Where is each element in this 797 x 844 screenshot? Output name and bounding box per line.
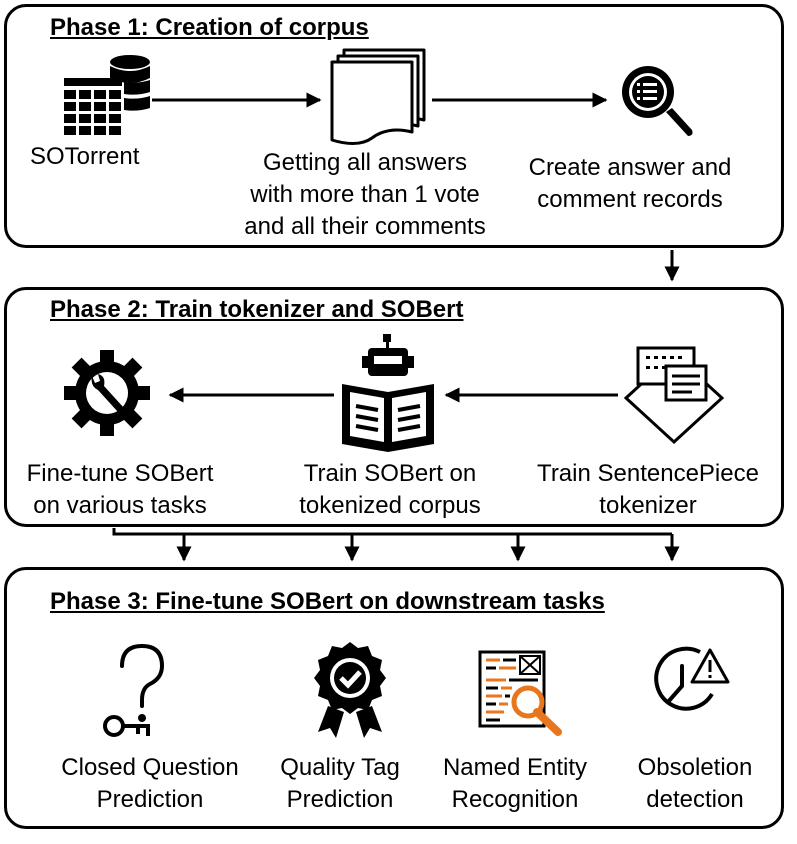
- sotorrent-label: SOTorrent: [30, 143, 140, 170]
- task-closed-question-label: Closed Question Prediction: [61, 754, 239, 813]
- train-sobert-label: Train SOBert on tokenized corpus: [299, 460, 481, 519]
- task-named-entity-label: Named Entity Recognition: [442, 754, 588, 813]
- document-search-icon: [478, 650, 562, 736]
- phase-2-title: Phase 2: Train tokenizer and SOBert: [50, 296, 464, 323]
- phase-3-box: [4, 567, 784, 829]
- question-key-icon: [103, 643, 165, 737]
- tokenizer-icon: [623, 346, 725, 445]
- database-table-icon: [64, 55, 150, 135]
- step-create-records-label: Create answer and comment records: [528, 154, 732, 213]
- step-getting-answers-label: Getting all answers with more than 1 vot…: [244, 149, 486, 240]
- clock-warning-icon: [654, 646, 730, 711]
- arrow-phase2-to-phase3-bus: [112, 528, 672, 536]
- task-obsoletion-label: Obsoletion detection: [637, 754, 753, 813]
- phase-1-title: Phase 1: Creation of corpus: [50, 14, 369, 41]
- document-stack-icon: [330, 48, 426, 145]
- task-quality-tag-label: Quality Tag Prediction: [280, 754, 400, 813]
- search-list-icon: [622, 66, 693, 136]
- quality-badge-icon: [314, 642, 386, 738]
- robot-book-icon: [342, 334, 434, 452]
- gear-wrench-icon: [64, 350, 150, 436]
- train-tokenizer-label: Train SentencePiece tokenizer: [537, 460, 759, 519]
- phase-3-title: Phase 3: Fine-tune SOBert on downstream …: [50, 588, 605, 615]
- finetune-label: Fine-tune SOBert on various tasks: [26, 460, 214, 519]
